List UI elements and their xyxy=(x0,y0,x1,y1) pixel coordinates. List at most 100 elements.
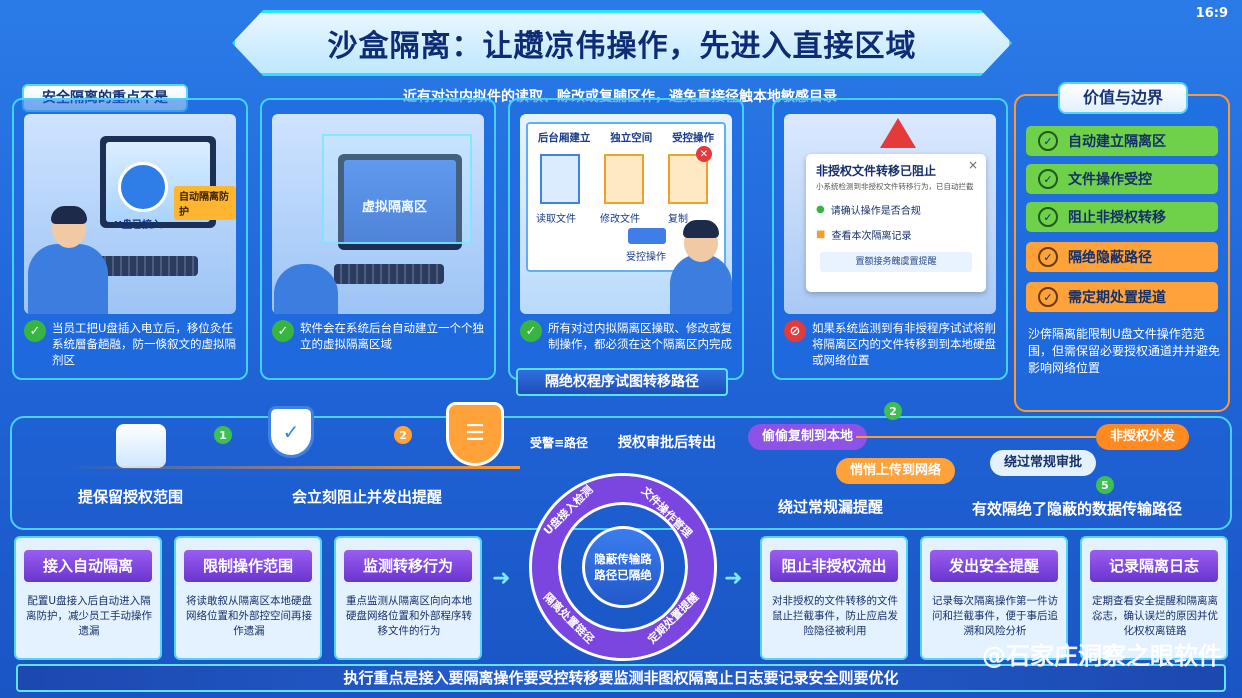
value-item: ✓阻止非授权转移 xyxy=(1026,202,1218,232)
action-card: 发出安全提醒 记录每次隔离操作第一件访问和拦截事件，便于事后追溯和风险分析 xyxy=(920,536,1068,660)
flow-label: 提保留授权范围 xyxy=(78,488,184,506)
step-label: 独立空间 xyxy=(610,132,653,144)
person xyxy=(28,244,108,314)
value-item: ✓自动建立隔离区 xyxy=(1026,126,1218,156)
file-copy-icon xyxy=(668,154,708,204)
step-dot: 2 xyxy=(394,426,412,444)
value-boundary-title: 价值与边界 xyxy=(1058,82,1188,114)
action-card: 限制操作范围 将读敢叙从隔离区本地硬盘网络位置和外部控空间再接作遗漏 xyxy=(174,536,322,660)
keyboard xyxy=(334,264,444,284)
op-label: 受控操作 xyxy=(626,252,666,263)
scene-usb: U盘已接入 自动隔离防护 xyxy=(24,114,236,314)
file-label: 读取文件 xyxy=(536,214,576,225)
panel-virtual-zone: 虚拟隔离区 ✓ 软件会在系统后台自动建立一个个独立的虚拟隔离区域 xyxy=(260,98,496,380)
value-item: ✓文件操作受控 xyxy=(1026,164,1218,194)
flow-label: 会立刻阻止并发出提醒 xyxy=(292,488,443,506)
panel-caption: 当员工把U盘插入电立后，移位灸任系统層备趟融，防一倏叙文的虛拟隔剂区 xyxy=(52,321,236,367)
person-arm xyxy=(274,264,338,314)
screen-text: 虚拟隔离区 xyxy=(362,200,428,215)
action-card: 接入自动隔离 配置U盘接入后自动进入隔离防护，减少员工手动操作遗漏 xyxy=(14,536,162,660)
path-pill: 偷偷复制到本地 xyxy=(748,424,868,450)
shield-check-icon: ✓ xyxy=(268,406,314,458)
file-label: 复制 xyxy=(668,214,688,225)
step-label: 后台厢建立 xyxy=(537,132,591,144)
monitor: 虚拟隔离区 xyxy=(338,154,462,250)
step-dot: 2 xyxy=(884,402,902,420)
path-pill: 绕过常规审批 xyxy=(990,450,1097,476)
flow-line xyxy=(60,466,520,469)
virtual-layer xyxy=(322,134,472,244)
check-icon: ● xyxy=(816,204,825,215)
check-icon: ✓ xyxy=(1038,207,1058,227)
action-card: 阻止非授权流出 对非授权的文件转移的文件鼠止拦截事件，防止应启发险隐径被利用 xyxy=(760,536,908,660)
file-read-icon xyxy=(540,154,580,204)
close-icon[interactable]: × xyxy=(967,158,978,172)
aspect-ratio-label: 16:9 xyxy=(1195,6,1228,21)
screen-text: U盘已接入 xyxy=(114,220,163,231)
path-pill: 悄悄上传到网络 xyxy=(836,458,956,484)
card-body: 对非授权的文件转移的文件鼠止拦截事件，防止应启发险隐径被利用 xyxy=(772,595,898,637)
alert-dialog: 非授权文件转移已阻止 × 小系统检测到非授权文件转移行为，已自动拦截 ● 请确认… xyxy=(806,154,986,292)
panel-caption: 如果系统监测到有非授程序试试将削将隔离区内的文件转移到到本地硬盘或网络位置 xyxy=(812,321,996,367)
action-card: 监测转移行为 重点监测从隔离区向向本地硬盘网络位置和外部程序转移文件的行为 xyxy=(334,536,482,660)
panel-block-transfer: 非授权文件转移已阻止 × 小系统检测到非授权文件转移行为，已自动拦截 ● 请确认… xyxy=(772,98,1008,380)
path-label: 授权审批后转出 xyxy=(618,435,716,451)
panel-caption: 软件会在系统后台自动建立一个个独立的虚拟隔离区域 xyxy=(300,321,484,351)
blocked-icon: ✕ xyxy=(696,146,712,162)
page-title: 沙盒隔离：让趱凉伟操作，先进入直接区域 xyxy=(327,29,917,64)
flow-label: 有效隔绝了隐蔽的数据传输路径 xyxy=(972,500,1183,518)
shield-doc-icon: ☰ xyxy=(446,402,504,466)
flow-label: 绕过常规漏提醒 xyxy=(778,498,884,516)
flow-banner: 隔绝权程序试图转移路径 xyxy=(516,368,728,396)
scene-ops: 后台厢建立 独立空间 受控操作 ✕ 读取文件 修改文件 复制 受控操作 xyxy=(520,114,732,314)
card-body: 重点监测从隔离区向向本地硬盘网络位置和外部程序转移文件的行为 xyxy=(346,595,472,637)
scene-virtual: 虚拟隔离区 xyxy=(272,114,484,314)
path-label: 受警≡路径 xyxy=(530,436,589,450)
step-dot: 1 xyxy=(214,426,232,444)
panel-caption: 所有对过内拟隔离区操取、修改或复制操作，都必须在这个隔离区内完成 xyxy=(548,321,732,351)
file-edit-icon xyxy=(604,154,644,204)
card-title: 监测转移行为 xyxy=(344,550,472,582)
check-icon: ✓ xyxy=(1038,131,1058,151)
warning-icon xyxy=(880,118,916,148)
card-title: 发出安全提醒 xyxy=(930,550,1058,582)
value-note: 沙倴隔离能限制U盘文件操作范范围，但需保留必要授权通道并并避免影响网络位置 xyxy=(1028,327,1221,375)
card-body: 记录每次隔离操作第一件访问和拦截事件，便于事后追溯和风险分析 xyxy=(932,595,1058,637)
doc-icon: ■ xyxy=(816,229,826,240)
check-icon: ✓ xyxy=(520,320,542,342)
file-label: 修改文件 xyxy=(600,214,640,225)
step-dot: 5 xyxy=(1096,476,1114,494)
card-title: 阻止非授权流出 xyxy=(770,550,898,582)
bottom-summary-bar: 执行重点是接入要隔离操作要受控转移要监测非图权隔离止日志要记录安全则要优化 xyxy=(16,664,1226,692)
blocked-icon: ⊘ xyxy=(784,320,806,342)
boundary-item: ✓需定期处置提道 xyxy=(1026,282,1218,312)
card-body: 定期查看安全提醒和隔离离惢志，确认误烂的原因并优化权权离链路 xyxy=(1092,595,1218,637)
action-card: 记录隔离日志 定期查看安全提醒和隔离离惢志，确认误烂的原因并优化权权离链路 xyxy=(1080,536,1228,660)
title-banner: 沙盒隔离：让趱凉伟操作，先进入直接区域 xyxy=(232,10,1012,76)
dialog-item: 查看本次隔离记录 xyxy=(831,231,912,242)
card-title: 限制操作范围 xyxy=(184,550,312,582)
dialog-button[interactable]: 置额接务餽虞置提醒 xyxy=(820,252,972,272)
cycle-center: 隐蔽传输路 路径已隔绝 xyxy=(582,526,664,608)
usb-stick-icon xyxy=(628,228,666,244)
usb-device-icon xyxy=(116,424,166,468)
check-icon: ✓ xyxy=(1038,287,1058,307)
card-body: 配置U盘接入后自动进入隔离防护，减少员工手动操作遗漏 xyxy=(26,595,152,637)
flow-line xyxy=(856,436,1096,438)
boundary-item: ✓隔绝隐蔽路径 xyxy=(1026,242,1218,272)
keyboard xyxy=(98,256,198,276)
card-title: 记录隔离日志 xyxy=(1090,550,1218,582)
arrow-right-icon: ➜ xyxy=(724,566,743,591)
check-icon: ✓ xyxy=(1038,247,1058,267)
person xyxy=(670,254,732,314)
scene-block: 非授权文件转移已阻止 × 小系统检测到非授权文件转移行为，已自动拦截 ● 请确认… xyxy=(784,114,996,314)
watermark: @石家庄洞察之眼软件 xyxy=(982,642,1222,670)
card-body: 将读敢叙从隔离区本地硬盘网络位置和外部控空间再接作遗漏 xyxy=(186,595,312,637)
arrow-right-icon: ➜ xyxy=(492,566,511,591)
path-pill: 非授权外发 xyxy=(1096,424,1190,450)
panel-controlled-ops: 后台厢建立 独立空间 受控操作 ✕ 读取文件 修改文件 复制 受控操作 ✓ 所有… xyxy=(508,98,744,380)
check-icon: ✓ xyxy=(272,320,294,342)
dialog-title: 非授权文件转移已阻止 xyxy=(816,164,937,178)
panel-usb-insert: U盘已接入 自动隔离防护 ✓ 当员工把U盘插入电立后，移位灸任系统層备趟融，防一… xyxy=(12,98,248,380)
card-title: 接入自动隔离 xyxy=(24,550,152,582)
